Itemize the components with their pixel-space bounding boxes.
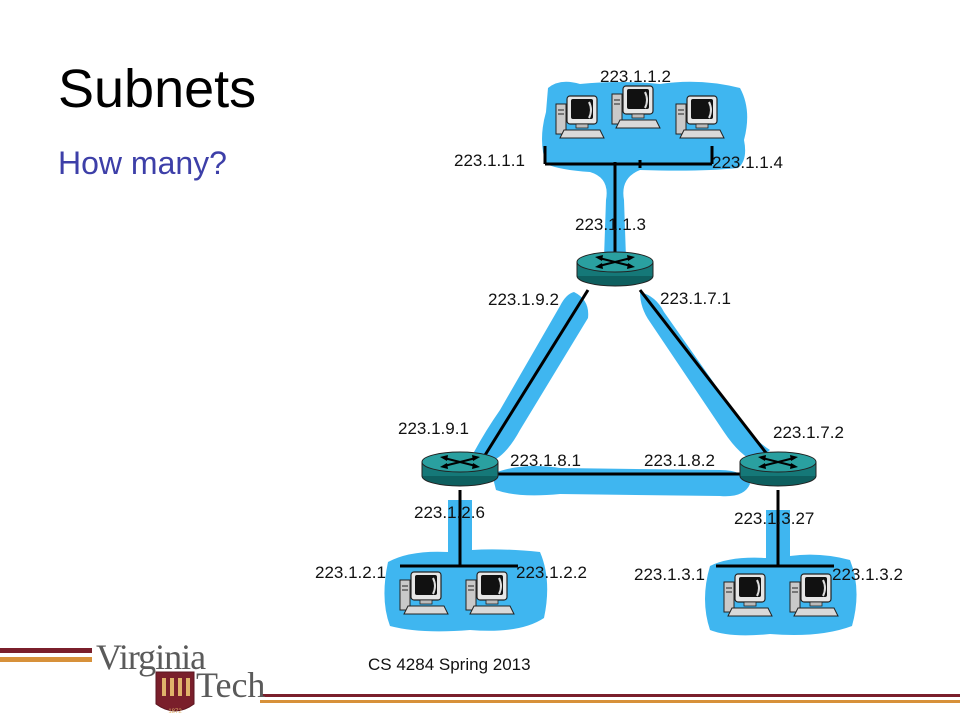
ip-label: 223.1.7.2 — [773, 423, 844, 442]
ip-label: 223.1.1.4 — [712, 153, 783, 172]
links — [400, 146, 834, 568]
ip-label: 223.1.3.1 — [634, 565, 705, 584]
slide-subtitle: How many? — [58, 145, 227, 181]
router-icon — [421, 451, 499, 487]
ip-label: 223.1.9.2 — [488, 290, 559, 309]
ip-label: 223.1.7.1 — [660, 289, 731, 308]
university-shield-logo: 1872 — [155, 671, 195, 715]
ip-label: 223.1.2.2 — [516, 563, 587, 582]
logo-wordmark-line2: Tech — [196, 665, 266, 705]
brand-bars — [0, 648, 960, 703]
router-icon — [739, 451, 817, 487]
ip-label: 223.1.1.1 — [454, 151, 525, 170]
logo-year: 1872 — [168, 709, 182, 715]
subnet-right-link — [640, 292, 770, 462]
ip-label: 223.1.1.2 — [600, 67, 671, 86]
slide-title: Subnets — [58, 59, 257, 119]
router-icon — [576, 251, 654, 287]
slide-footer: CS 4284 Spring 2013 — [368, 655, 531, 674]
ip-label: 223.1.1.3 — [575, 215, 646, 234]
logo-wordmark-line1: Virginia — [96, 637, 206, 677]
ip-label: 223.1.2.1 — [315, 563, 386, 582]
ip-label: 223.1.3.2 — [832, 565, 903, 584]
ip-label: 223.1.8.2 — [644, 451, 715, 470]
subnet-bottom-link — [492, 466, 750, 497]
ip-label: 223.1.3.27 — [734, 509, 814, 528]
ip-label: 223.1.8.1 — [510, 451, 581, 470]
ip-label: 223.1.9.1 — [398, 419, 469, 438]
ip-label: 223.1.2.6 — [414, 503, 485, 522]
